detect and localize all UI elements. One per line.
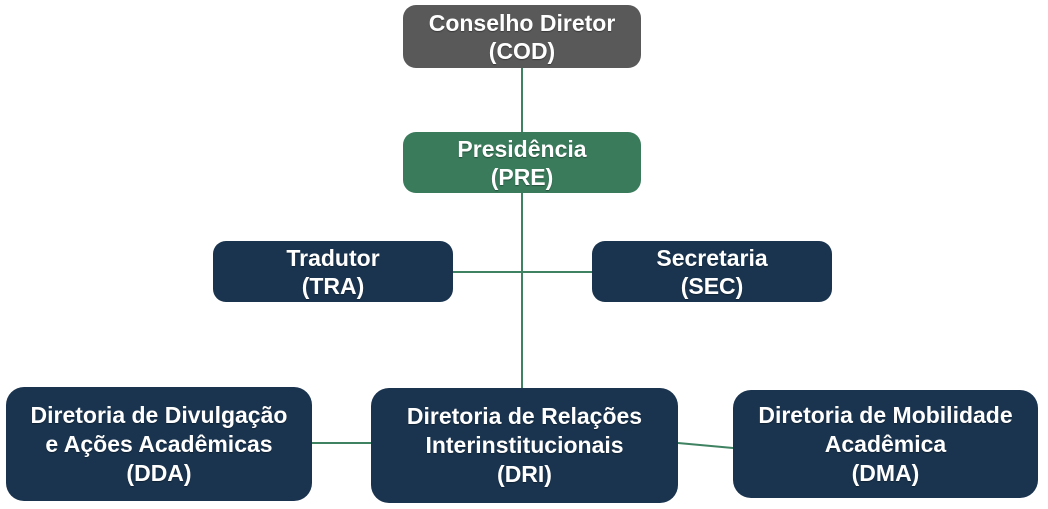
org-node-diretoria-mobilidade-academica: Diretoria de Mobilidade Acadêmica (DMA) [733,390,1038,498]
node-title-line1: Diretoria de Mobilidade [758,401,1013,428]
node-title-line2: Acadêmica [824,430,947,457]
org-node-secretaria: Secretaria (SEC) [592,241,832,302]
node-title-line2: Interinstitucionais [425,432,624,458]
org-node-diretoria-divulgacao-acoes-academicas: Diretoria de Divulgação e Ações Acadêmic… [6,387,312,501]
node-title: Conselho Diretor [428,9,616,36]
node-title-line1: Diretoria de Relações [406,403,643,429]
node-acronym: (TRA) [301,272,365,299]
node-acronym: (COD) [488,37,556,64]
node-acronym: (SEC) [680,272,744,299]
node-title: Tradutor [286,244,380,271]
node-acronym: (PRE) [490,163,554,190]
node-acronym: (DRI) [497,461,552,487]
node-title: Presidência [457,135,587,162]
node-title-line2: e Ações Acadêmicas [45,430,273,457]
node-title-line1: Diretoria de Divulgação [30,401,288,428]
org-node-tradutor: Tradutor (TRA) [213,241,453,302]
node-acronym: (DMA) [851,459,920,486]
node-title: Secretaria [656,244,768,271]
org-node-diretoria-relacoes-interinstitucionais: Diretoria de Relações Interinstitucionai… [371,388,678,503]
org-node-presidencia: Presidência (PRE) [403,132,641,193]
org-node-conselho-diretor: Conselho Diretor (COD) [403,5,641,68]
connector-dri-dma [677,442,734,449]
node-acronym: (DDA) [126,459,192,486]
